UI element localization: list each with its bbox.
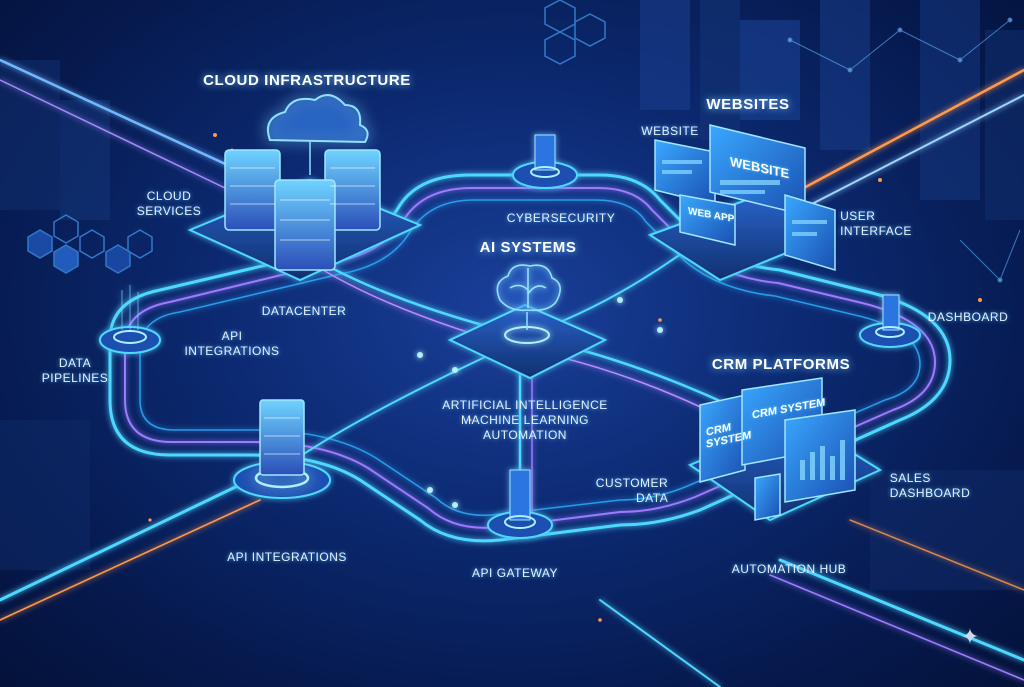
api-integrations-bottom-label: API INTEGRATIONS xyxy=(227,550,347,564)
api-gateway-node xyxy=(487,469,553,539)
user-interface-label: USER INTERFACE xyxy=(840,209,912,239)
data-pipelines-line-1: DATA xyxy=(58,356,92,370)
sales-dashboard-label: SALES DASHBOARD xyxy=(890,471,971,501)
ai-detail-label: ARTIFICIAL INTELLIGENCE MACHINE LEARNING… xyxy=(442,398,608,443)
brain-icon xyxy=(496,264,561,312)
cloud-icon xyxy=(266,94,369,144)
customer-data-line-1: CUSTOMER xyxy=(595,476,669,490)
network-pathways xyxy=(0,58,1024,687)
datacenter-label: DATACENTER xyxy=(261,304,347,318)
sales-dashboard-line-2: DASHBOARD xyxy=(889,486,971,500)
api-integrations-top-label: API INTEGRATIONS xyxy=(184,329,279,359)
data-flow-nodes xyxy=(417,297,663,508)
city-background xyxy=(0,0,1024,590)
user-interface-line-2: INTERFACE xyxy=(840,224,912,238)
api-integrations-top-line-2: INTEGRATIONS xyxy=(184,344,280,358)
server-rack-icon xyxy=(224,149,381,271)
automation-hub-label: AUTOMATION HUB xyxy=(731,562,847,576)
api-gateway-label: API GATEWAY xyxy=(472,566,558,580)
cloud-infrastructure-title: CLOUD INFRASTRUCTURE xyxy=(203,72,411,89)
ai-detail-line-3: AUTOMATION xyxy=(483,428,567,442)
sales-dashboard-line-1: SALES xyxy=(889,471,931,485)
api-integrations-tower xyxy=(233,399,331,499)
ai-systems-title: AI SYSTEMS xyxy=(479,239,577,256)
customer-data-label: CUSTOMER DATA xyxy=(596,476,668,506)
website-label: WEBSITE xyxy=(641,124,699,138)
ai-systems-hub xyxy=(447,264,608,380)
customer-data-line-2: DATA xyxy=(635,491,669,505)
ai-detail-line-1: ARTIFICIAL INTELLIGENCE xyxy=(442,398,608,412)
dashboard-label: DASHBOARD xyxy=(927,310,1009,324)
data-pipelines-node xyxy=(99,285,161,354)
ai-detail-line-2: MACHINE LEARNING xyxy=(460,413,590,427)
cloud-services-line-1: CLOUD xyxy=(146,189,192,203)
hexagon-icon xyxy=(27,0,606,274)
data-pipelines-label: DATA PIPELINES xyxy=(42,356,109,386)
network-mesh xyxy=(787,17,1021,283)
cloud-services-label: CLOUD SERVICES xyxy=(137,189,201,219)
sparkle-icon: ✦ xyxy=(960,624,980,649)
user-interface-line-1: USER xyxy=(840,209,876,223)
cybersecurity-label: CYBERSECURITY xyxy=(506,211,616,225)
websites-title: WEBSITES xyxy=(706,96,790,113)
crm-platforms-title: CRM PLATFORMS xyxy=(711,356,851,373)
cloud-infrastructure-cluster xyxy=(187,94,423,282)
api-integrations-top-line-1: API xyxy=(221,329,243,343)
crm-platforms-cluster xyxy=(687,377,883,522)
cloud-services-line-2: SERVICES xyxy=(136,204,202,218)
data-pipelines-line-2: PIPELINES xyxy=(41,371,109,385)
websites-cluster xyxy=(647,124,836,282)
dashboard-node xyxy=(859,294,921,348)
cybersecurity-node xyxy=(512,134,578,189)
